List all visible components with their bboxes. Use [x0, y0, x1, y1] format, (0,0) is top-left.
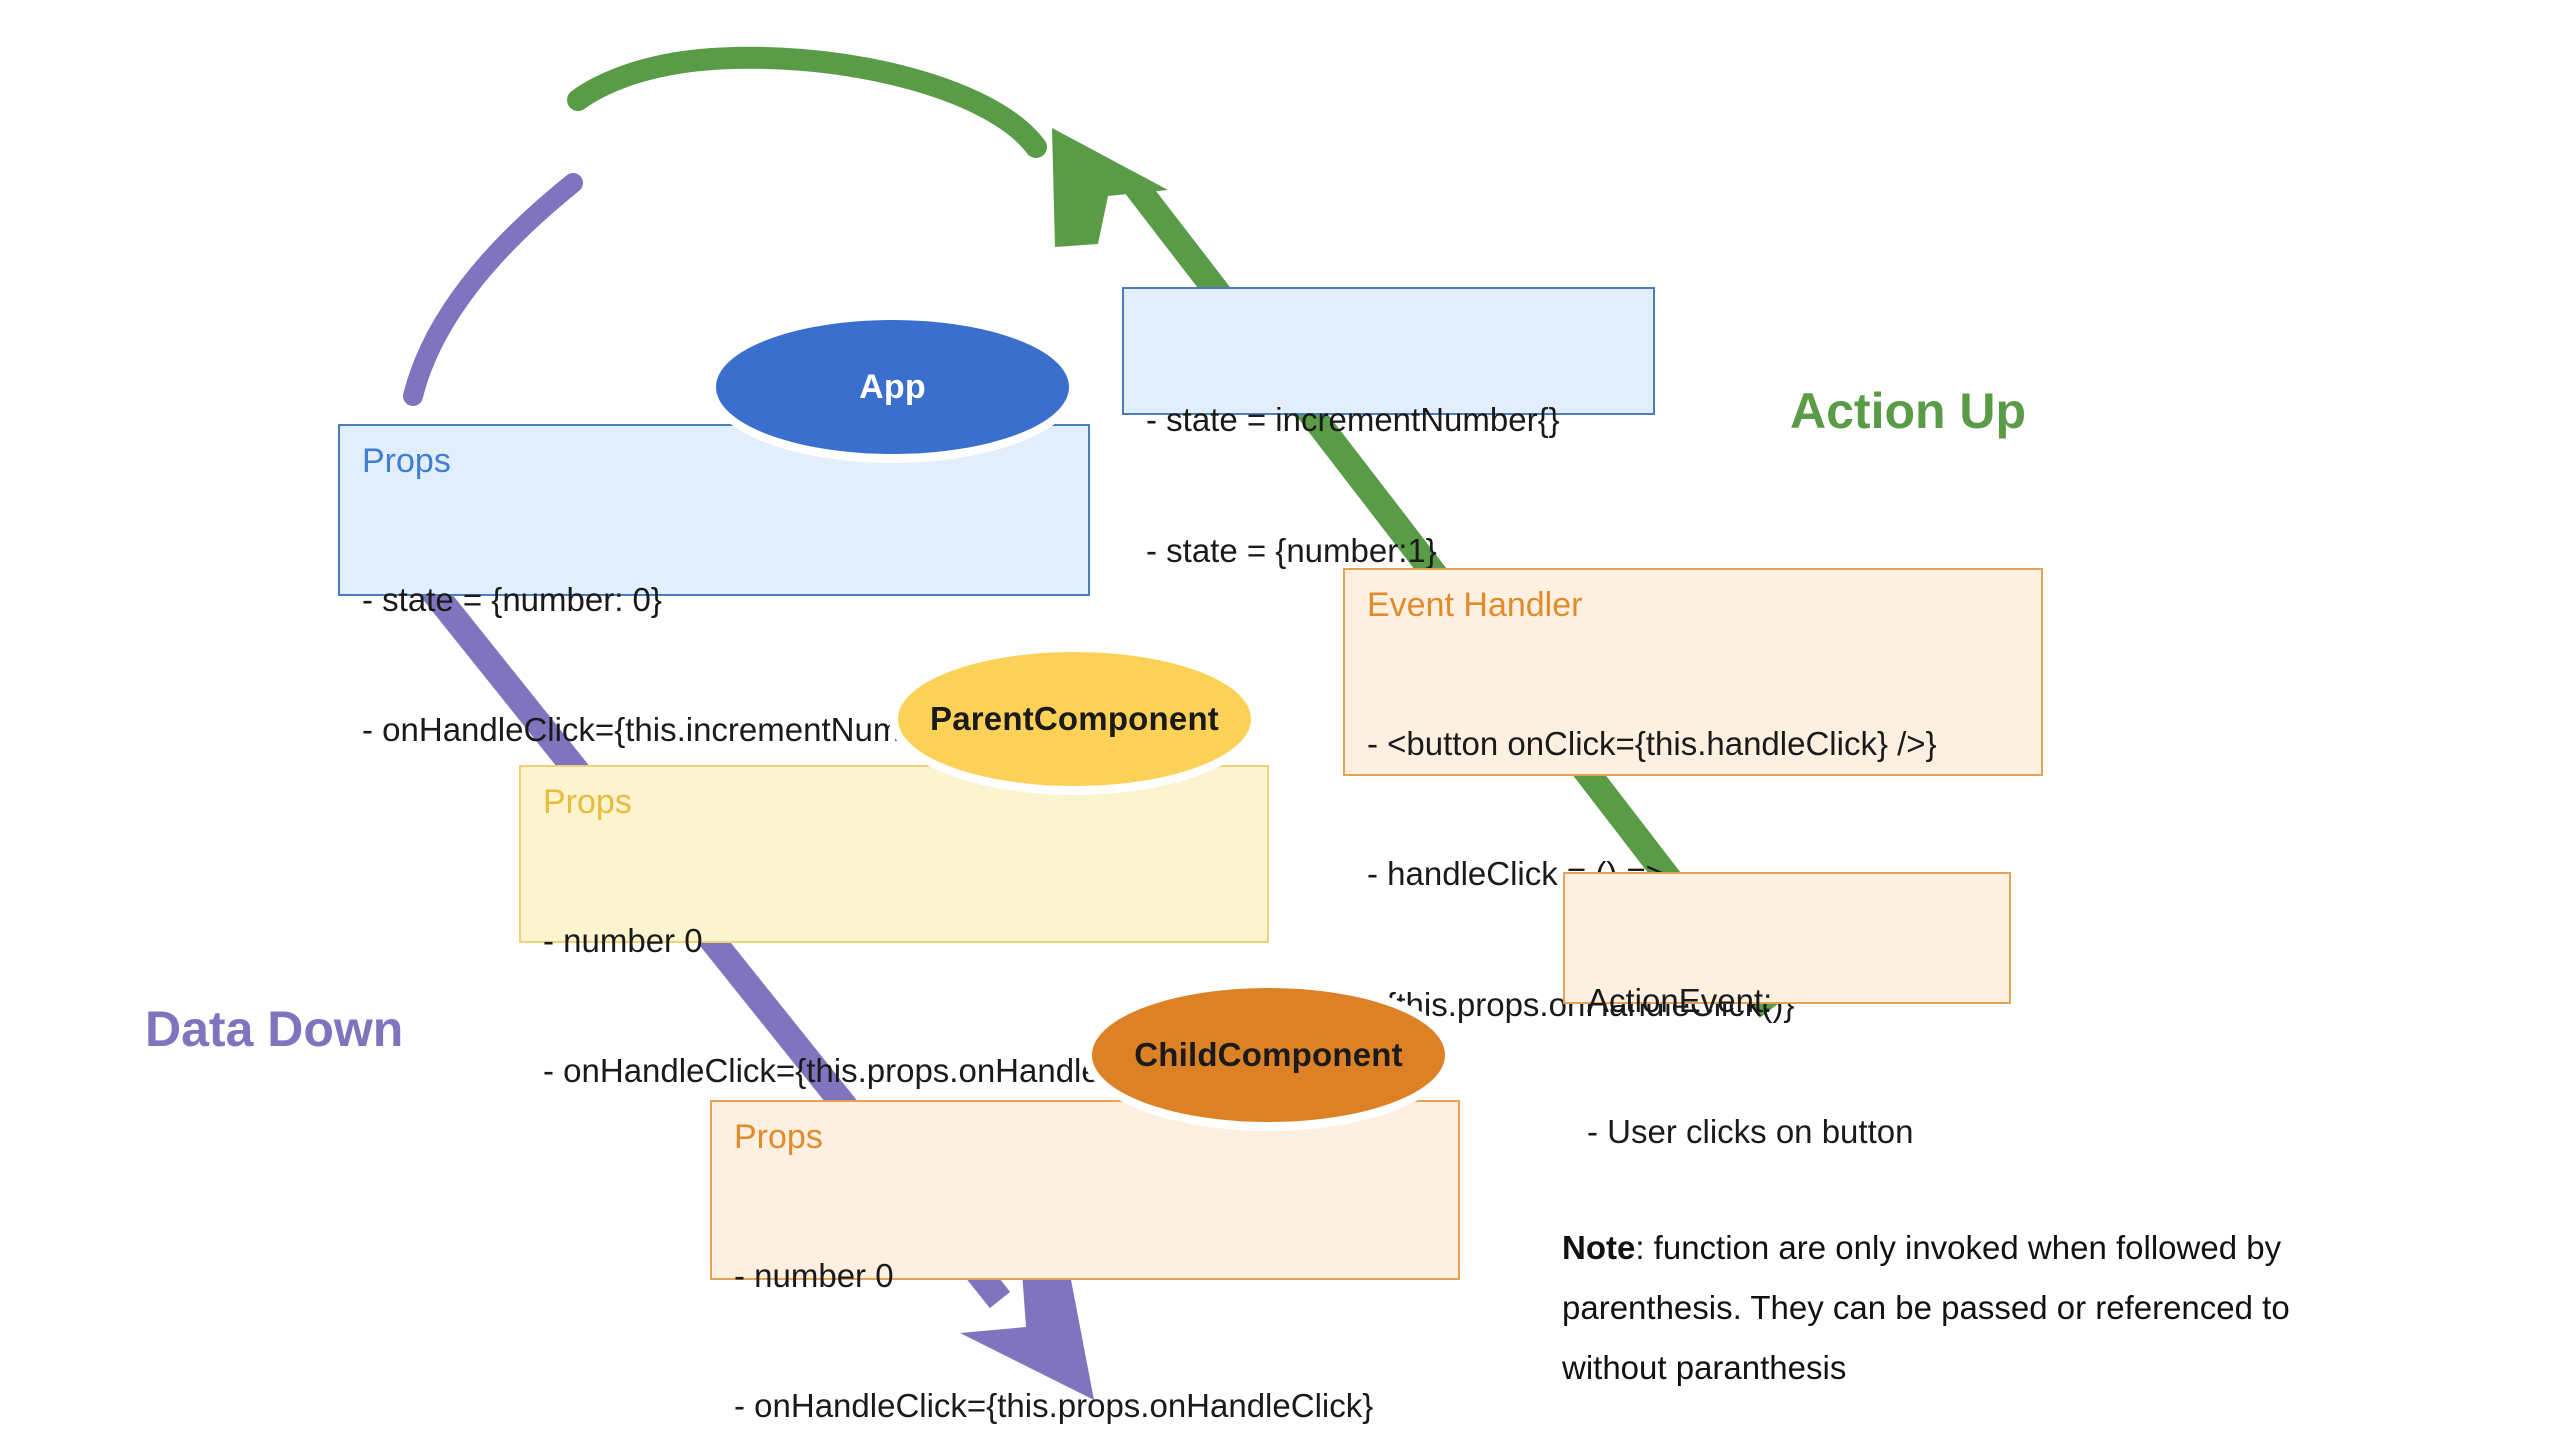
event-handler-line-1: - <button onClick={this.handleClick} />} [1367, 724, 1937, 762]
child-component-node[interactable]: ChildComponent [1092, 988, 1445, 1122]
app-props-line-1: - state = {number: 0} [362, 580, 662, 618]
child-props-line-2: - onHandleClick={this.props.onHandleClic… [734, 1387, 1374, 1425]
event-handler-box: Event Handler - <button onClick={this.ha… [1343, 568, 2043, 1023]
child-props-lines: - number 0 - onHandleClick={this.props.o… [734, 1167, 1436, 1440]
data-down-label: Data Down [145, 1001, 404, 1057]
data-down-purple-arc [403, 173, 583, 406]
event-handler-header: Event Handler [1367, 586, 1583, 624]
action-up-label: Action Up [1790, 383, 2027, 439]
action-event-line-2: - User clicks on button [1587, 1112, 1914, 1150]
note-text: Note: function are only invoked when fol… [1562, 1218, 2392, 1398]
app-props-lines: - state = {number: 0} - onHandleClick={t… [362, 491, 1066, 839]
parent-props-line-2: - onHandleClick={this.props.onHandleClic… [543, 1052, 1183, 1090]
parent-props-header: Props [543, 783, 632, 821]
parent-props-lines: - number 0 - onHandleClick={this.props.o… [543, 832, 1245, 1180]
parent-props-box: Props - number 0 - onHandleClick={this.p… [519, 765, 1269, 1089]
child-props-line-1: - number 0 [734, 1256, 894, 1294]
parent-component-node[interactable]: ParentComponent [898, 652, 1251, 786]
parent-component-node-label: ParentComponent [929, 700, 1219, 737]
action-up-green-arc [567, 46, 1047, 158]
child-props-header: Props [734, 1118, 823, 1156]
note-body: : function are only invoked when followe… [1562, 1229, 2290, 1387]
action-event-box: ActionEvent: - User clicks on button [1563, 872, 2011, 1150]
parent-props-line-1: - number 0 [543, 921, 703, 959]
state-update-lines: - state = incrementNumber{} - state = {n… [1146, 311, 1631, 659]
child-component-node-label: ChildComponent [1134, 1036, 1403, 1073]
action-event-line-1: ActionEvent: [1587, 982, 1773, 1020]
action-up-arrowhead [1052, 128, 1168, 247]
data-down-arrowhead [960, 1264, 1094, 1400]
app-props-box: Props - state = {number: 0} - onHandleCl… [338, 424, 1090, 748]
app-node[interactable]: App [716, 320, 1069, 454]
child-props-box: Props - number 0 - onHandleClick={this.p… [710, 1100, 1460, 1424]
app-props-line-2: - onHandleClick={this.incrementNumber} [362, 711, 960, 749]
state-update-line-1: - state = incrementNumber{} [1146, 401, 1560, 439]
app-props-header: Props [362, 442, 451, 480]
action-event-lines: ActionEvent: - User clicks on button [1587, 892, 1987, 1240]
note-bold-prefix: Note [1562, 1229, 1636, 1266]
state-update-line-2: - state = {number:1} [1146, 531, 1437, 569]
state-update-box: - state = incrementNumber{} - state = {n… [1122, 287, 1655, 569]
app-node-label: App [859, 367, 926, 406]
